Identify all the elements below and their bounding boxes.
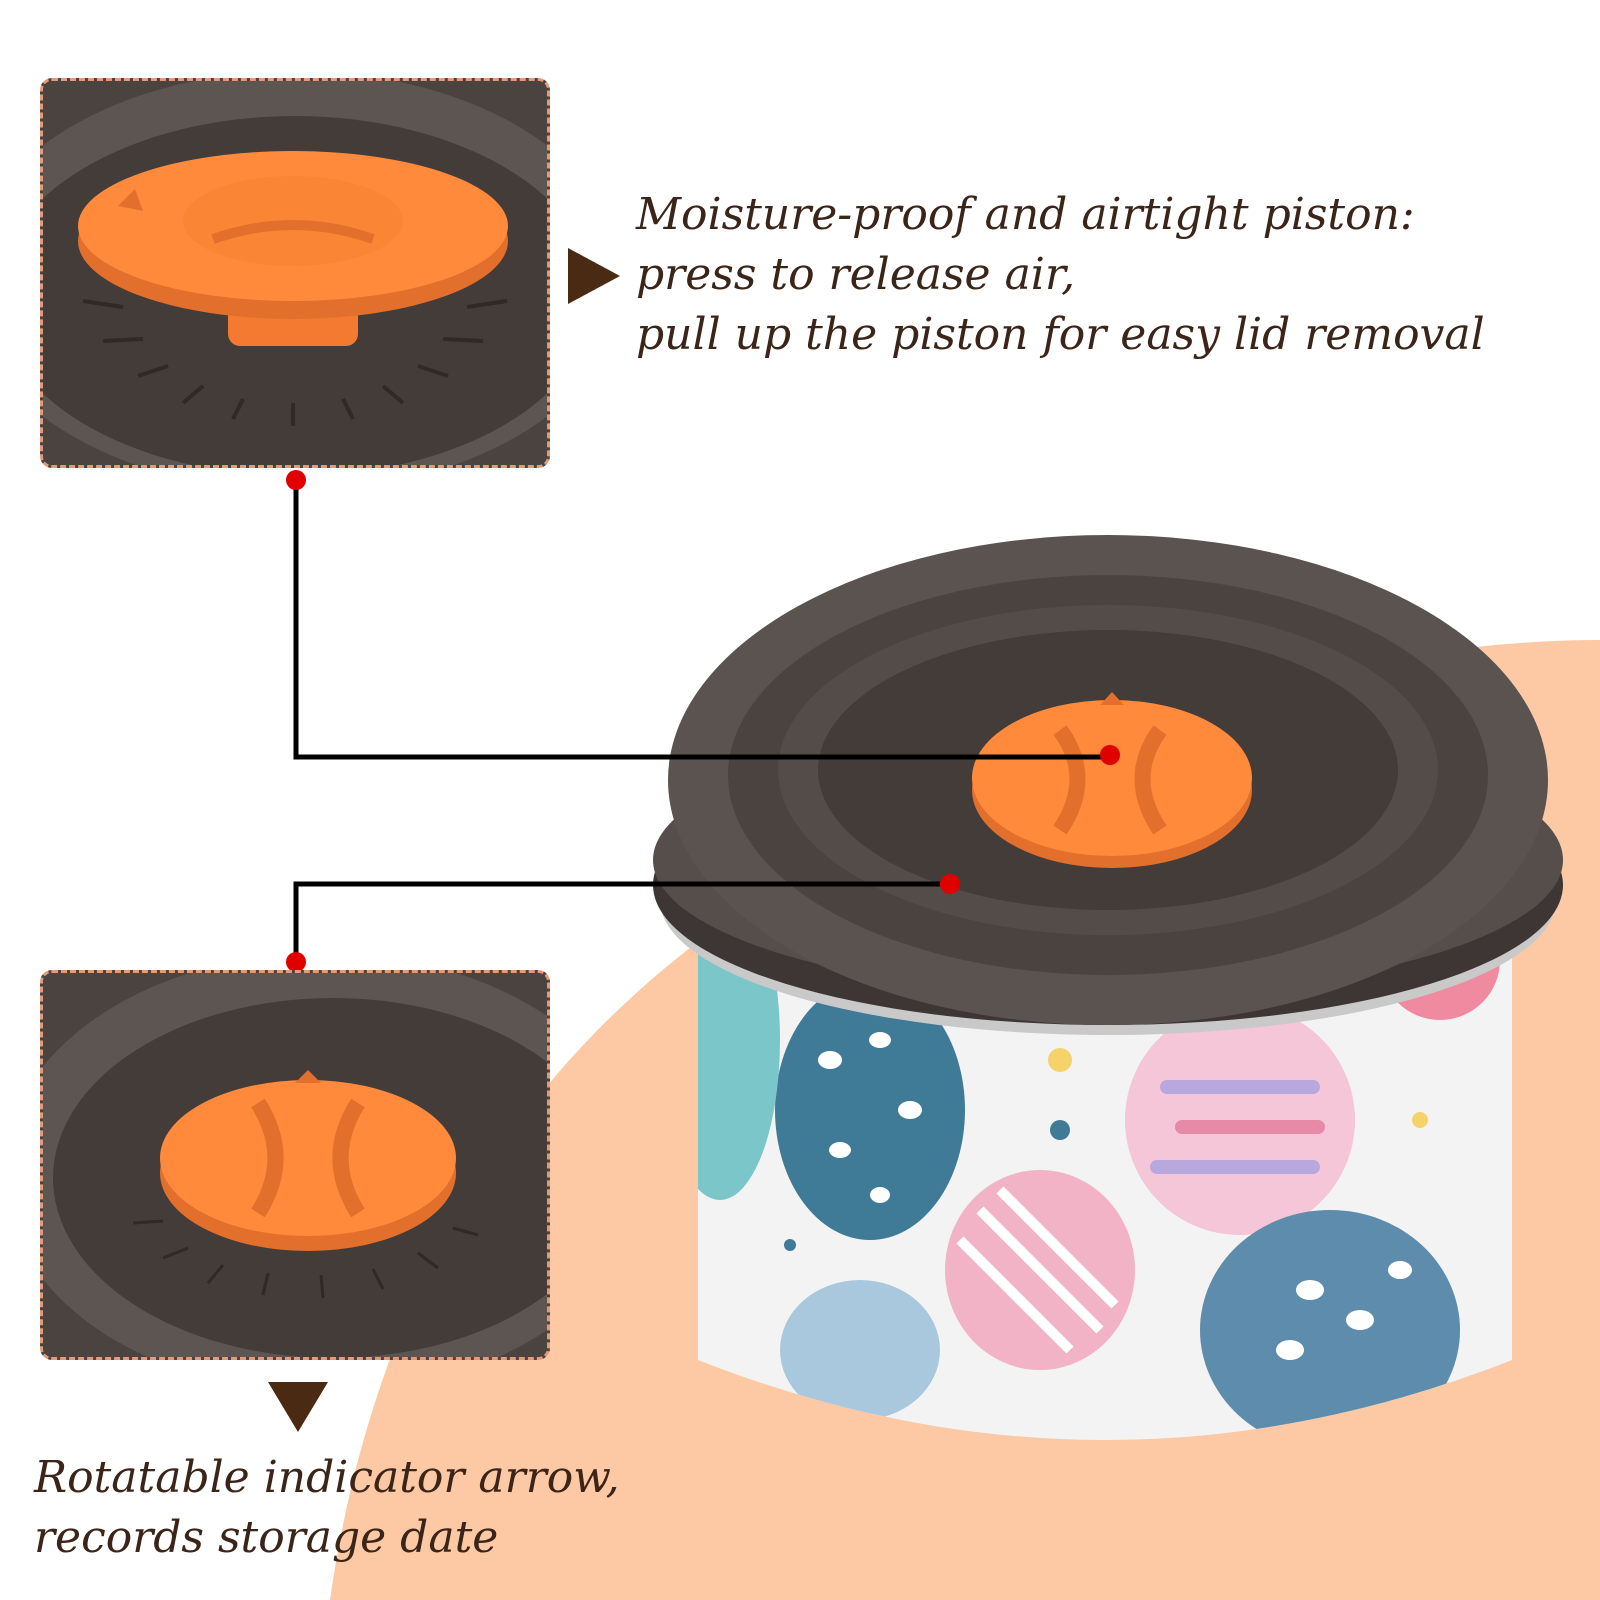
- piston-caption-line-1: Moisture-proof and airtight piston:: [636, 189, 1415, 240]
- indicator-closeup-inset: [40, 970, 550, 1360]
- indicator-caption-line-2: records storage date: [34, 1512, 499, 1563]
- piston-closeup-inset: [40, 78, 550, 468]
- indicator-caption-line-1: Rotatable indicator arrow,: [34, 1452, 620, 1503]
- piston-caption-line-3: pull up the piston for easy lid removal: [636, 309, 1485, 360]
- piston-feature-caption: Moisture-proof and airtight piston: pres…: [636, 185, 1485, 365]
- indicator-closeup-image: [43, 973, 547, 1357]
- piston-closeup-image: [43, 81, 547, 465]
- piston-caption-line-2: press to release air,: [636, 249, 1076, 300]
- indicator-feature-caption: Rotatable indicator arrow, records stora…: [34, 1448, 620, 1568]
